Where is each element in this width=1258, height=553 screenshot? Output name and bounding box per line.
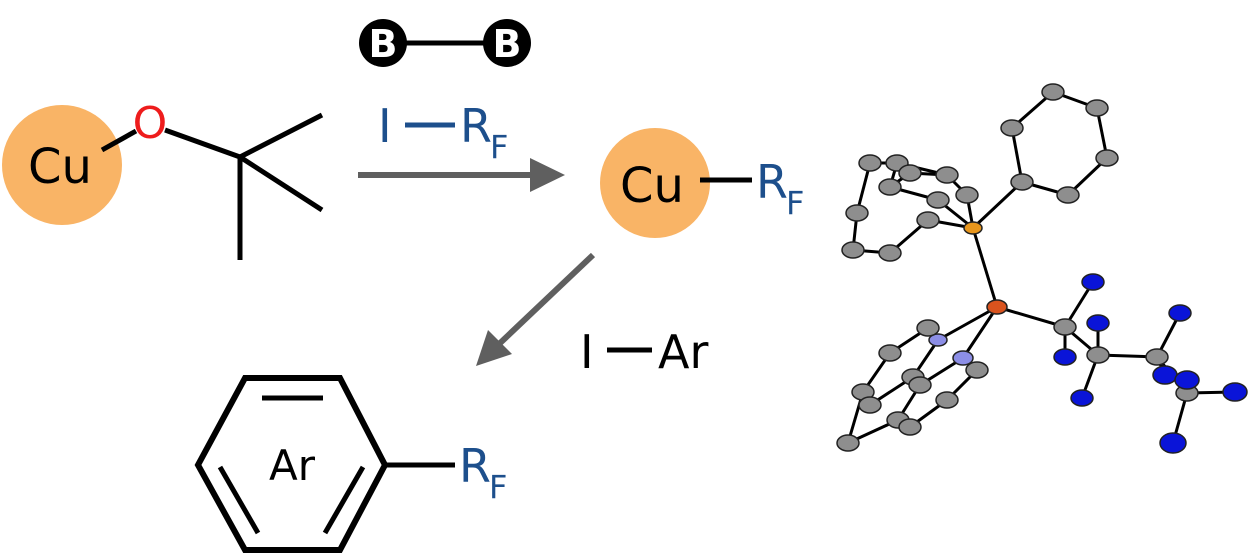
carbon-atom xyxy=(955,186,979,204)
arrow-head-icon xyxy=(476,330,512,366)
svg-text:B: B xyxy=(493,22,522,66)
nitrogen-atom xyxy=(928,333,948,347)
fluorine-atom xyxy=(1168,304,1192,322)
copper-circle xyxy=(2,105,122,225)
carbon-atom xyxy=(841,241,865,259)
oxygen-label: O xyxy=(133,98,168,149)
fluorine-atom xyxy=(1070,389,1094,407)
svg-text:Ar: Ar xyxy=(269,441,316,490)
cu-label: Cu xyxy=(28,139,92,195)
svg-text:R: R xyxy=(460,99,492,153)
arrow-head-icon xyxy=(530,158,565,192)
fluorine-atom xyxy=(1159,432,1187,454)
crystal-structure-ortep xyxy=(836,83,1248,454)
fluorine-atom xyxy=(1152,365,1178,385)
carbon-atom xyxy=(836,434,860,452)
cu-tert-butoxide: Cu O xyxy=(2,98,324,260)
carbon-atom xyxy=(965,361,989,379)
cu_atom-atom xyxy=(986,299,1008,315)
fluorine-atom xyxy=(1174,370,1200,390)
carbon-atom xyxy=(898,164,922,182)
cu-o-bond xyxy=(100,128,138,153)
svg-text:F: F xyxy=(786,184,804,222)
aryl-iodide-reagent: I Ar xyxy=(580,325,708,379)
svg-text:Cu: Cu xyxy=(620,158,684,214)
phosphorus-atom xyxy=(963,221,983,235)
carbon-atom xyxy=(1010,173,1034,191)
carbon-atom xyxy=(926,191,950,209)
carbon-atom xyxy=(1041,83,1065,101)
carbon-atom xyxy=(845,204,869,222)
bond xyxy=(996,305,1066,329)
reaction-arrow-down-left xyxy=(495,252,596,348)
carbon-atom xyxy=(1145,348,1169,366)
carbon-atom xyxy=(935,166,959,184)
fluorine-atom xyxy=(1086,314,1110,332)
bond xyxy=(1010,127,1024,183)
carbon-atom xyxy=(858,154,882,172)
svg-text:B: B xyxy=(369,22,398,66)
carbon-atom xyxy=(1095,149,1119,167)
carbon-atom xyxy=(898,418,922,436)
bond xyxy=(971,180,1024,230)
carbon-atom xyxy=(1086,346,1110,364)
bond xyxy=(937,305,998,342)
carbon-atom xyxy=(878,244,902,262)
carbon-atom xyxy=(1085,99,1109,117)
svg-text:F: F xyxy=(490,128,508,166)
copper-perfluoroalkyl-intermediate: Cu R F xyxy=(600,128,804,238)
iodo-perfluoroalkyl-reagent: I R F xyxy=(378,99,508,166)
copper-circle xyxy=(600,128,710,238)
diboron-reagent: B B xyxy=(359,19,531,67)
bond xyxy=(971,227,999,308)
carbon-atom xyxy=(878,344,902,362)
carbon-atom xyxy=(1000,119,1024,137)
carbon-atom xyxy=(878,178,902,196)
carbon-atom xyxy=(916,211,940,229)
bond xyxy=(961,306,999,359)
svg-text:Ar: Ar xyxy=(658,325,708,379)
fluorine-atom xyxy=(1222,382,1248,402)
carbon-atom xyxy=(1056,186,1080,204)
tert-butyl-group xyxy=(164,112,324,260)
svg-text:I: I xyxy=(580,325,594,379)
fluorine-atom xyxy=(1081,273,1105,291)
carbon-atom xyxy=(916,319,940,337)
svg-text:R: R xyxy=(459,439,491,493)
carbon-atom xyxy=(908,376,932,394)
aryl-perfluoroalkyl-product: Ar R F xyxy=(194,375,507,553)
carbon-atom xyxy=(858,396,882,414)
svg-text:R: R xyxy=(756,155,788,209)
carbon-atom xyxy=(935,391,959,409)
svg-text:I: I xyxy=(378,99,392,153)
svg-text:F: F xyxy=(489,468,507,506)
fluorine-atom xyxy=(1053,348,1077,366)
nitrogen-atom xyxy=(952,350,974,366)
carbon-atom xyxy=(1053,318,1077,336)
